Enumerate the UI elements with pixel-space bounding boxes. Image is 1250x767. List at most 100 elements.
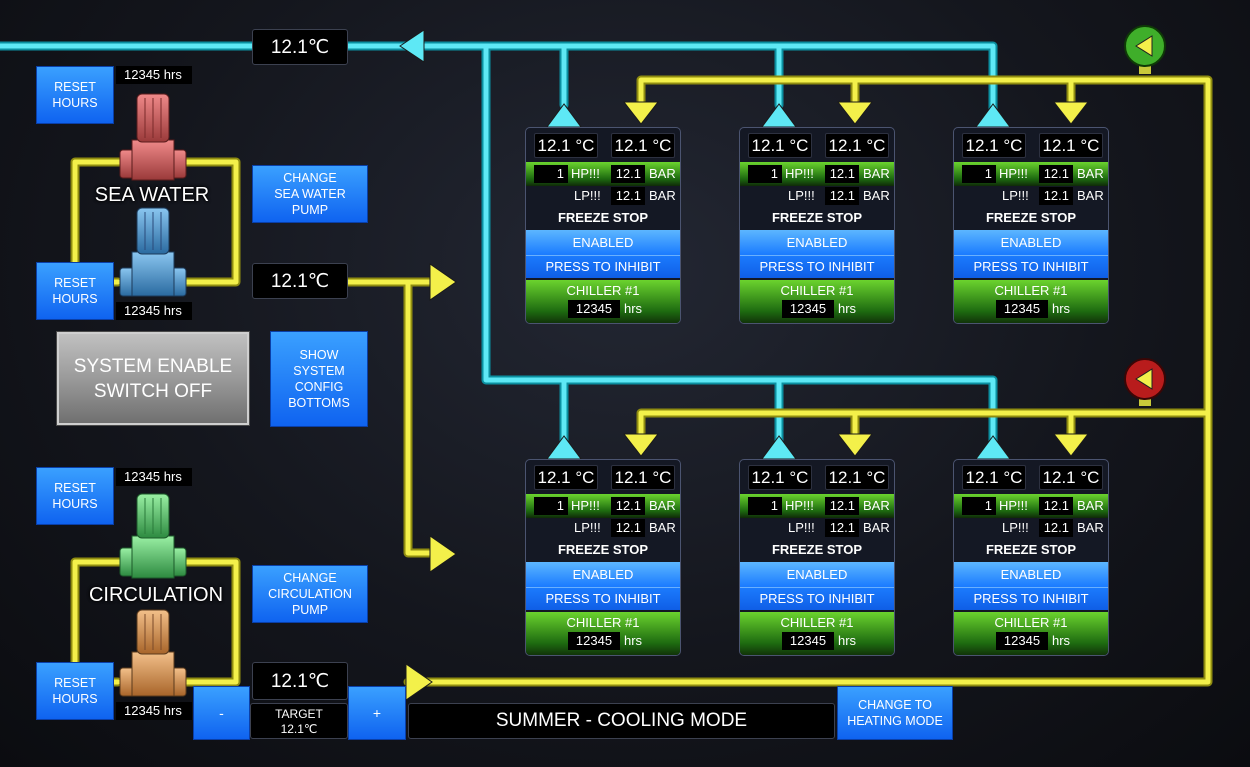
chiller-name: CHILLER #1 (566, 283, 640, 298)
circulation-pump-1-icon (119, 493, 187, 579)
chiller-lp-value: 12.1 (825, 187, 859, 205)
chiller-inhibit-label: PRESS TO INHIBIT (759, 259, 875, 274)
chiller-inhibit-label: PRESS TO INHIBIT (973, 259, 1089, 274)
chiller-inhibit-label: PRESS TO INHIBIT (545, 591, 661, 606)
chiller-panel-2: 12.1 °C 12.1 °C 1 HP!!! 12.1 BAR LP!!! 1… (739, 127, 895, 324)
chiller-hours-unit: hrs (624, 301, 643, 316)
circ-pump-2-hours: 12345 hrs (116, 702, 192, 720)
flow-arrows (399, 29, 1090, 701)
chiller-lp-label: LP!!! (574, 520, 601, 535)
chiller-hp-unit: BAR (649, 498, 676, 513)
chiller-hp-value: 12.1 (1039, 497, 1073, 515)
chiller-inhibit-button[interactable]: ENABLED PRESS TO INHIBIT (954, 230, 1108, 278)
chiller-inhibit-label: PRESS TO INHIBIT (545, 259, 661, 274)
change-sea-water-pump-button[interactable]: CHANGE SEA WATER PUMP (252, 165, 368, 223)
chiller-hours: 12345 (996, 300, 1048, 318)
sea-pump-1-hours: 12345 hrs (116, 66, 192, 84)
chiller-inhibit-button[interactable]: ENABLED PRESS TO INHIBIT (740, 230, 894, 278)
circulation-label: CIRCULATION (88, 584, 224, 606)
chiller-freeze-stop: FREEZE STOP (771, 542, 863, 557)
change-circulation-pump-button[interactable]: CHANGE CIRCULATION PUMP (252, 565, 368, 623)
chiller-outlet-temp: 12.1 °C (611, 465, 675, 490)
chiller-name: CHILLER #1 (780, 283, 854, 298)
chiller-enabled-status: ENABLED (1000, 567, 1062, 582)
show-system-config-button[interactable]: SHOW SYSTEM CONFIG BOTTOMS (270, 331, 368, 427)
chiller-hp-label: HP!!! (571, 166, 600, 181)
chiller-inhibit-label: PRESS TO INHIBIT (973, 591, 1089, 606)
system-enable-switch[interactable]: SYSTEM ENABLE SWITCH OFF (56, 331, 250, 426)
chiller-hp-label: HP!!! (785, 498, 814, 513)
target-value: 12.1℃ (280, 722, 318, 736)
chiller-hp-count: 1 (748, 497, 782, 515)
chiller-hours-unit: hrs (1052, 301, 1071, 316)
target-label: TARGET (275, 707, 323, 721)
chiller-inhibit-button[interactable]: ENABLED PRESS TO INHIBIT (954, 562, 1108, 610)
chiller-hours: 12345 (782, 632, 834, 650)
chiller-hp-label: HP!!! (571, 498, 600, 513)
chiller-hp-label: HP!!! (999, 498, 1028, 513)
chiller-freeze-stop: FREEZE STOP (985, 542, 1077, 557)
chiller-hp-unit: BAR (1077, 166, 1104, 181)
chiller-lp-unit: BAR (649, 188, 676, 203)
reset-hours-circ-pump-2-button[interactable]: RESET HOURS (36, 662, 114, 720)
chiller-hp-count: 1 (962, 497, 996, 515)
chiller-inlet-temp: 12.1 °C (534, 133, 598, 158)
chiller-inlet-temp: 12.1 °C (534, 465, 598, 490)
chiller-hp-unit: BAR (649, 166, 676, 181)
reset-hours-sea-pump-2-button[interactable]: RESET HOURS (36, 262, 114, 320)
chiller-lp-unit: BAR (863, 520, 890, 535)
chiller-hp-count: 1 (534, 497, 568, 515)
chiller-inhibit-button[interactable]: ENABLED PRESS TO INHIBIT (526, 230, 680, 278)
chiller-lp-value: 12.1 (611, 187, 645, 205)
chiller-panel-3: 12.1 °C 12.1 °C 1 HP!!! 12.1 BAR LP!!! 1… (953, 127, 1109, 324)
chiller-lp-value: 12.1 (1039, 519, 1073, 537)
chiller-hp-value: 12.1 (611, 165, 645, 183)
chiller-freeze-stop: FREEZE STOP (771, 210, 863, 225)
decrease-target-button[interactable]: - (193, 686, 250, 740)
chiller-hp-unit: BAR (863, 498, 890, 513)
chiller-name: CHILLER #1 (566, 615, 640, 630)
chiller-lp-label: LP!!! (1002, 188, 1029, 203)
sea-supply-temp: 12.1℃ (252, 263, 348, 299)
chiller-freeze-stop: FREEZE STOP (985, 210, 1077, 225)
change-mode-button[interactable]: CHANGE TO HEATING MODE (837, 686, 953, 740)
chiller-freeze-stop: FREEZE STOP (557, 210, 649, 225)
chiller-enabled-status: ENABLED (572, 235, 634, 250)
chiller-hours: 12345 (996, 632, 1048, 650)
chiller-inhibit-button[interactable]: ENABLED PRESS TO INHIBIT (740, 562, 894, 610)
chiller-lp-label: LP!!! (574, 188, 601, 203)
chiller-hours-unit: hrs (624, 633, 643, 648)
chiller-outlet-temp: 12.1 °C (825, 465, 889, 490)
chiller-outlet-temp: 12.1 °C (825, 133, 889, 158)
chiller-hp-count: 1 (748, 165, 782, 183)
chiller-hp-unit: BAR (863, 166, 890, 181)
chiller-panel-5: 12.1 °C 12.1 °C 1 HP!!! 12.1 BAR LP!!! 1… (739, 459, 895, 656)
chiller-lp-value: 12.1 (825, 519, 859, 537)
chiller-hp-unit: BAR (1077, 498, 1104, 513)
increase-target-button[interactable]: + (348, 686, 406, 740)
chiller-enabled-status: ENABLED (572, 567, 634, 582)
chiller-hours-unit: hrs (838, 301, 857, 316)
chiller-lp-value: 12.1 (1039, 187, 1073, 205)
chiller-lp-label: LP!!! (788, 188, 815, 203)
chiller-inlet-temp: 12.1 °C (748, 465, 812, 490)
chiller-hp-count: 1 (534, 165, 568, 183)
chiller-inhibit-button[interactable]: ENABLED PRESS TO INHIBIT (526, 562, 680, 610)
reset-hours-circ-pump-1-button[interactable]: RESET HOURS (36, 467, 114, 525)
chiller-hp-value: 12.1 (611, 497, 645, 515)
chiller-panel-4: 12.1 °C 12.1 °C 1 HP!!! 12.1 BAR LP!!! 1… (525, 459, 681, 656)
sea-pump-2-hours: 12345 hrs (116, 302, 192, 320)
chiller-hp-label: HP!!! (785, 166, 814, 181)
circulation-temp: 12.1℃ (252, 662, 348, 700)
chiller-enabled-status: ENABLED (786, 235, 848, 250)
sea-water-pump-2-icon (119, 207, 187, 297)
reset-hours-sea-pump-1-button[interactable]: RESET HOURS (36, 66, 114, 124)
chiller-lp-unit: BAR (649, 520, 676, 535)
target-temp: TARGET 12.1℃ (250, 703, 348, 739)
green-valve-icon (1124, 25, 1166, 74)
chiller-outlet-temp: 12.1 °C (1039, 465, 1103, 490)
chiller-enabled-status: ENABLED (786, 567, 848, 582)
chiller-hp-value: 12.1 (825, 497, 859, 515)
chiller-hp-label: HP!!! (999, 166, 1028, 181)
chiller-hours: 12345 (568, 632, 620, 650)
